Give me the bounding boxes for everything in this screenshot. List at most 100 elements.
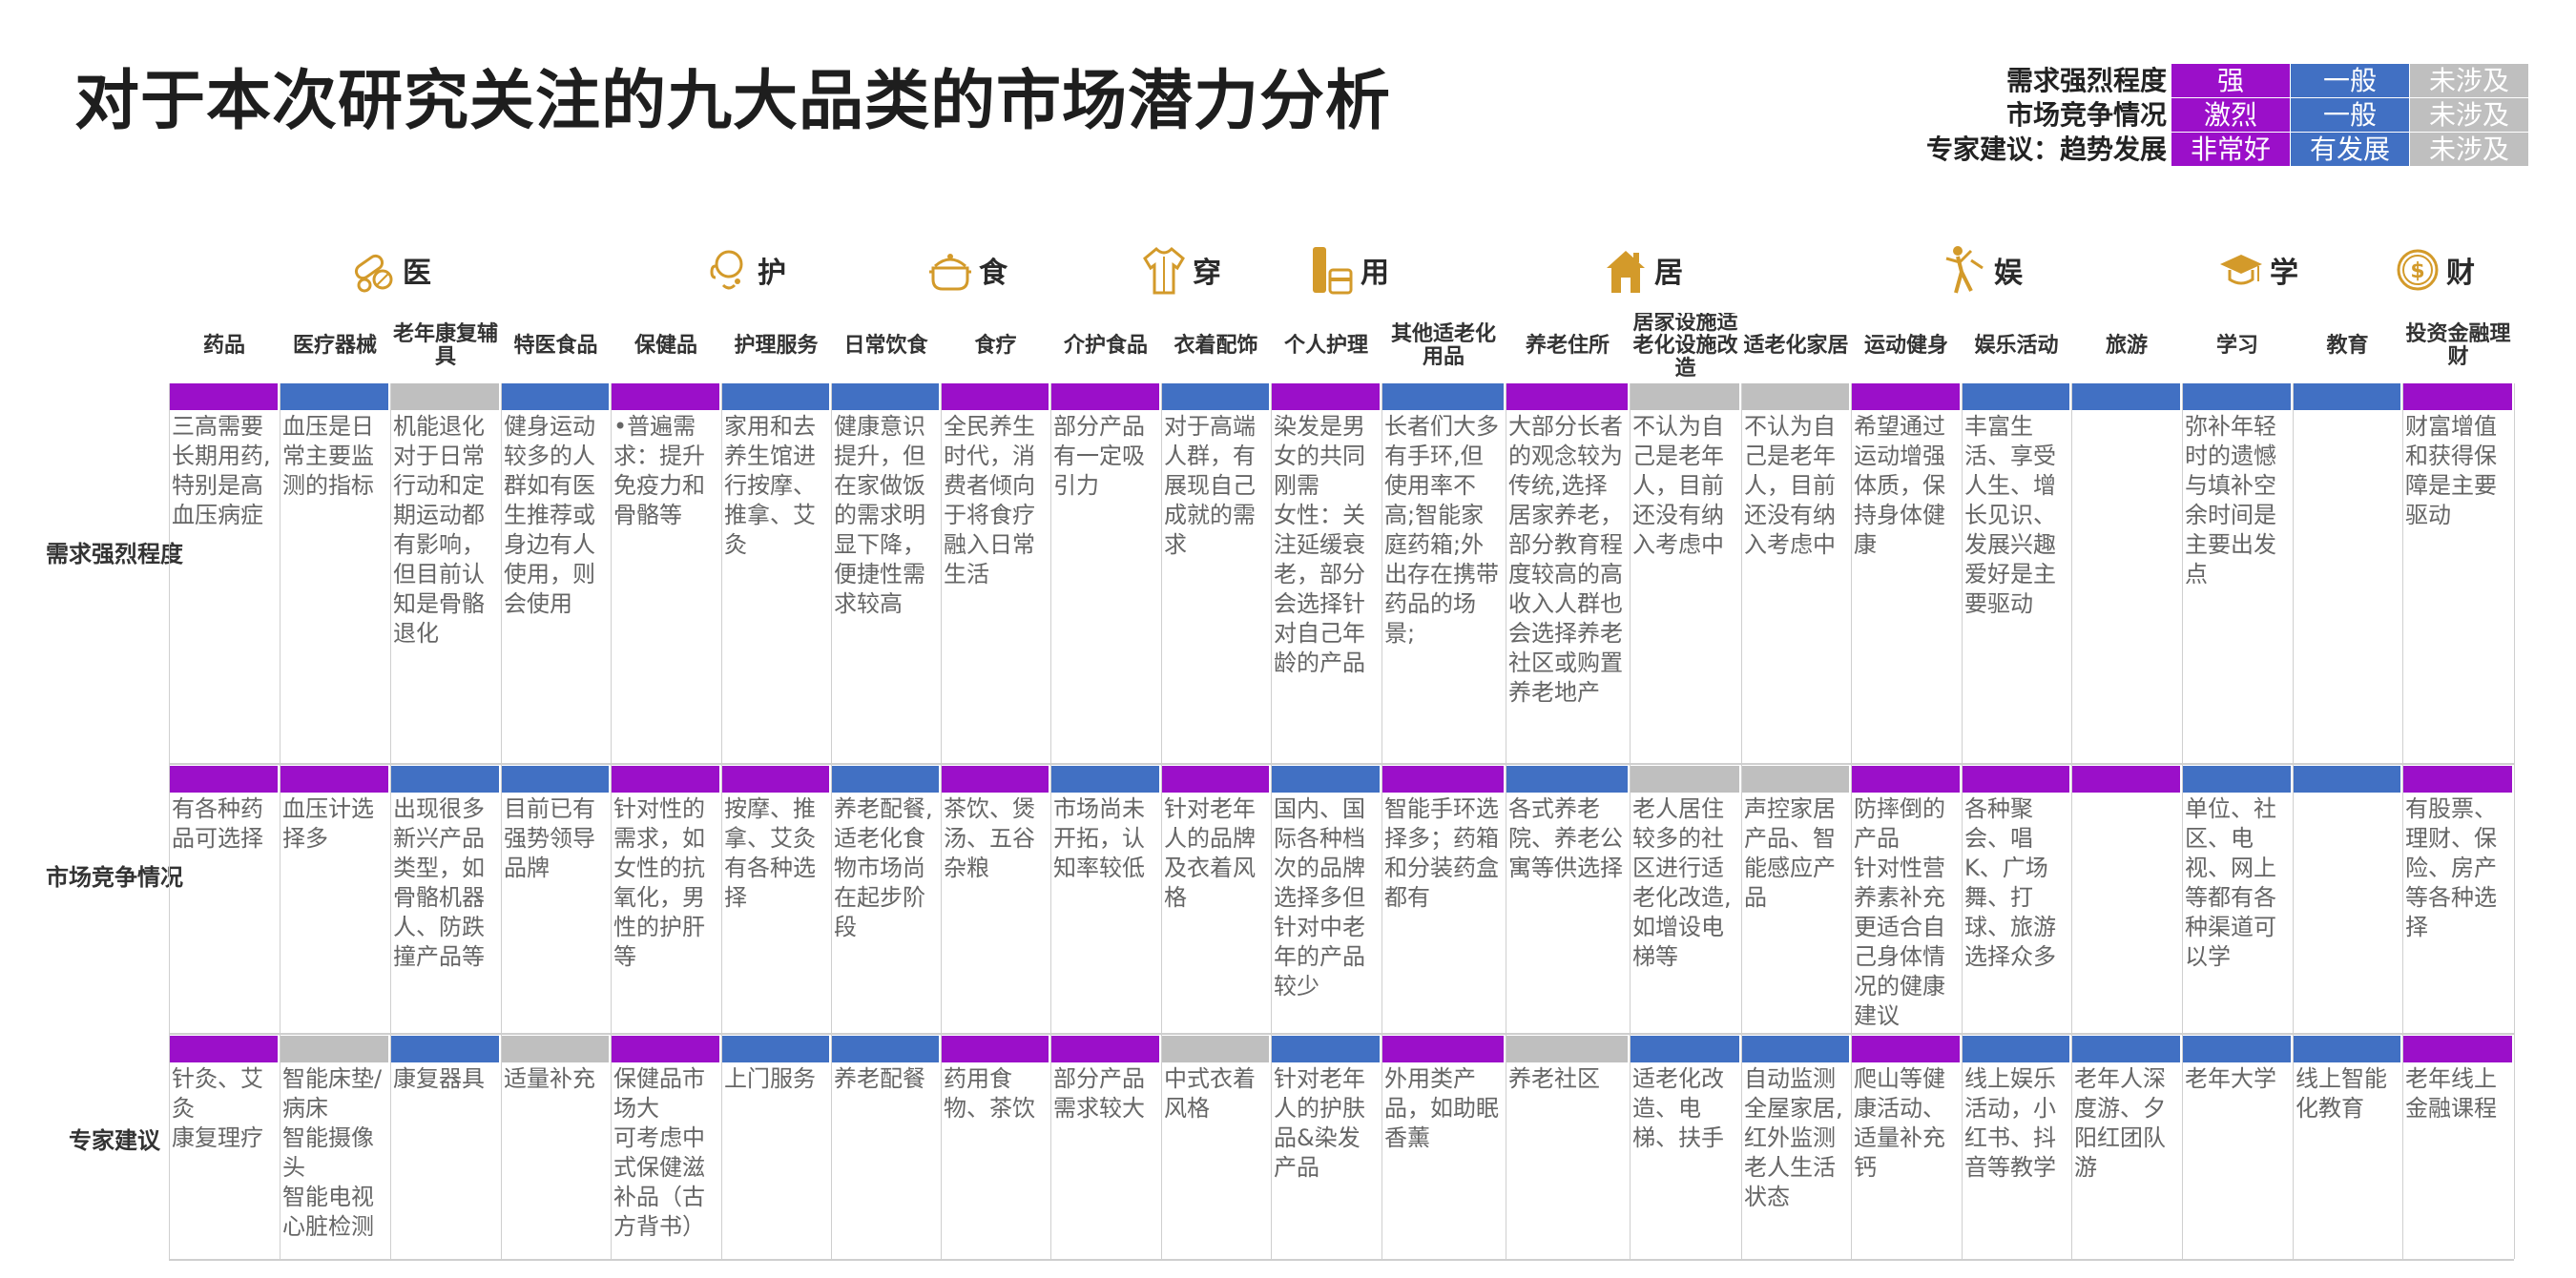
category-learning: 学 bbox=[2218, 243, 2298, 297]
column-header: 适老化家居 bbox=[1743, 334, 1849, 358]
rating-bar bbox=[390, 1036, 499, 1062]
table-cell: 财富增值和获得保障是主要驱动 bbox=[2405, 413, 2497, 528]
rating-bar bbox=[280, 766, 388, 793]
table-cell: 各种聚会、唱K、广场舞、打球、旅游选择众多 bbox=[1964, 795, 2056, 970]
rating-bar bbox=[2182, 766, 2291, 793]
table-cell: 部分产品有一定吸引力 bbox=[1053, 413, 1145, 499]
column-divider bbox=[169, 383, 170, 1259]
row-label: 需求强烈程度 bbox=[46, 541, 183, 567]
column-divider bbox=[611, 383, 612, 1259]
column-header: 老年康复辅具 bbox=[392, 322, 498, 369]
category-label: 穿 bbox=[1193, 257, 1221, 290]
table-cell: 爬山等健康活动、适量补充钙 bbox=[1854, 1065, 1945, 1181]
column-divider bbox=[721, 383, 722, 1259]
rating-bar bbox=[390, 766, 499, 793]
category-label: 娱 bbox=[1994, 257, 2023, 290]
rating-bar bbox=[1741, 1036, 1849, 1062]
table-cell: 针对老年人的品牌及衣着风格 bbox=[1164, 795, 1256, 911]
rating-bar bbox=[611, 383, 719, 410]
rating-bar bbox=[1851, 766, 1960, 793]
table-cell: 智能手环选择多；药箱和分装药盒都有 bbox=[1384, 795, 1499, 911]
table-cell: 弥补年轻时的遗憾与填补空余时间是主要出发点 bbox=[2185, 413, 2276, 587]
legend-swatch-purple: 非常好 bbox=[2171, 132, 2291, 167]
category-care: 护 bbox=[706, 243, 786, 297]
category-header: 医 护 食 穿 用 bbox=[0, 243, 2576, 320]
clothing-icon bbox=[1143, 246, 1185, 295]
table-cell: 按摩、推拿、艾灸有各种选择 bbox=[724, 795, 816, 911]
table-cell: 中式衣着风格 bbox=[1164, 1065, 1256, 1122]
svg-text:$: $ bbox=[2410, 259, 2424, 283]
rating-bar bbox=[1506, 766, 1628, 793]
table-cell: 智能床垫/病床 智能摄像头 智能电视心脏检测 bbox=[282, 1065, 383, 1240]
table-cell bbox=[2293, 412, 2402, 761]
row-divider bbox=[169, 763, 2514, 765]
column-header: 运动健身 bbox=[1863, 334, 1948, 358]
rating-bar bbox=[1962, 383, 2069, 410]
table-cell: 防摔倒的产品 针对性营养素补充更适合自己身体情况的健康建议 bbox=[1854, 795, 1945, 1029]
table-cell: 上门服务 bbox=[724, 1065, 816, 1092]
legend-swatch-blue: 一般 bbox=[2290, 63, 2410, 98]
rating-bar bbox=[1506, 383, 1628, 410]
table-cell: 三高需要长期用药,特别是高血压病症 bbox=[172, 413, 271, 528]
table-cell: 不认为自己是老年人，目前还没有纳入考虑中 bbox=[1744, 413, 1836, 558]
column-header: 日常饮食 bbox=[843, 334, 928, 358]
table-cell: 养老配餐,适老化食物市场尚在起步阶段 bbox=[834, 795, 933, 940]
table-cell: 针灸、艾灸 康复理疗 bbox=[172, 1065, 263, 1151]
rating-bar bbox=[280, 1036, 388, 1062]
table-cell: 单位、社区、电视、网上等都有各种渠道可以学 bbox=[2185, 795, 2276, 970]
table-cell: 全民养生时代，消费者倾向于将食疗融入日常生活 bbox=[944, 413, 1035, 587]
category-finance: $ 财 bbox=[2395, 243, 2475, 297]
caregiver-icon bbox=[710, 250, 743, 290]
rating-bar bbox=[2182, 1036, 2291, 1062]
column-divider bbox=[1161, 383, 1162, 1259]
table-cell: 目前已有强势领导品牌 bbox=[504, 795, 595, 881]
rating-bar bbox=[1050, 766, 1159, 793]
rating-bar bbox=[2071, 766, 2180, 793]
column-header: 其他适老化用品 bbox=[1390, 322, 1496, 369]
legend-row-demand: 需求强烈程度 强 一般 未涉及 bbox=[1903, 63, 2529, 98]
table-cell: 血压计选择多 bbox=[282, 795, 374, 852]
rating-bar bbox=[1741, 383, 1849, 410]
rating-bar bbox=[2071, 383, 2180, 410]
table-cell: 老年线上金融课程 bbox=[2405, 1065, 2497, 1122]
rating-bar bbox=[2071, 1036, 2180, 1062]
table-cell: 部分产品需求较大 bbox=[1053, 1065, 1145, 1122]
table-cell: 市场尚未开拓，认知率较低 bbox=[1053, 795, 1145, 881]
rating-bar bbox=[611, 766, 719, 793]
legend-swatch-blue: 有发展 bbox=[2290, 132, 2410, 167]
column-header: 居家设施适老化设施改造 bbox=[1632, 313, 1738, 380]
column-divider bbox=[501, 383, 502, 1259]
table-cell: 针对性的需求，如女性的抗氧化，男性的护肝等 bbox=[613, 795, 705, 970]
table-cell: 康复器具 bbox=[393, 1065, 485, 1092]
house-icon bbox=[1607, 251, 1645, 293]
category-label: 学 bbox=[2270, 257, 2298, 290]
table-cell: 药用食物、茶饮 bbox=[944, 1065, 1035, 1122]
column-divider bbox=[831, 383, 832, 1259]
legend-swatch-purple: 激烈 bbox=[2171, 97, 2291, 133]
table-cell: 外用类产品，如助眠香薰 bbox=[1384, 1065, 1499, 1151]
rating-bar bbox=[280, 383, 388, 410]
table-cell: 线上娱乐活动，小红书、抖音等教学 bbox=[1964, 1065, 2056, 1181]
rating-bar bbox=[169, 766, 278, 793]
table-cell: •普遍需求：提升免疫力和骨骼等 bbox=[613, 413, 705, 528]
rating-bar bbox=[1381, 766, 1504, 793]
column-divider bbox=[1962, 383, 1963, 1259]
category-label: 食 bbox=[979, 257, 1008, 290]
column-divider bbox=[1271, 383, 1272, 1259]
rating-bar bbox=[2182, 383, 2291, 410]
table-cell: 适老化改造、电梯、扶手 bbox=[1632, 1065, 1724, 1151]
row-divider bbox=[169, 1033, 2514, 1035]
table-cell: 大部分长者的观念较为传统,选择居家养老，部分教育程度较高的高收入人群也会选择养老… bbox=[1508, 413, 1623, 706]
rating-bar bbox=[1630, 766, 1739, 793]
table-cell: 希望通过运动增强体质，保持身体健康 bbox=[1854, 413, 1945, 558]
table-cell: 老人居住较多的社区进行适老化改造,如增设电梯等 bbox=[1632, 795, 1732, 970]
rating-bar bbox=[1050, 383, 1159, 410]
table-cell: 针对老年人的护肤品&染发产品 bbox=[1274, 1065, 1365, 1181]
legend-swatch-gray: 未涉及 bbox=[2409, 132, 2529, 167]
table-cell: 适量补充 bbox=[504, 1065, 595, 1092]
rating-bar bbox=[390, 383, 499, 410]
column-divider bbox=[941, 383, 942, 1259]
category-label: 财 bbox=[2446, 257, 2475, 290]
rating-bar bbox=[1161, 766, 1269, 793]
